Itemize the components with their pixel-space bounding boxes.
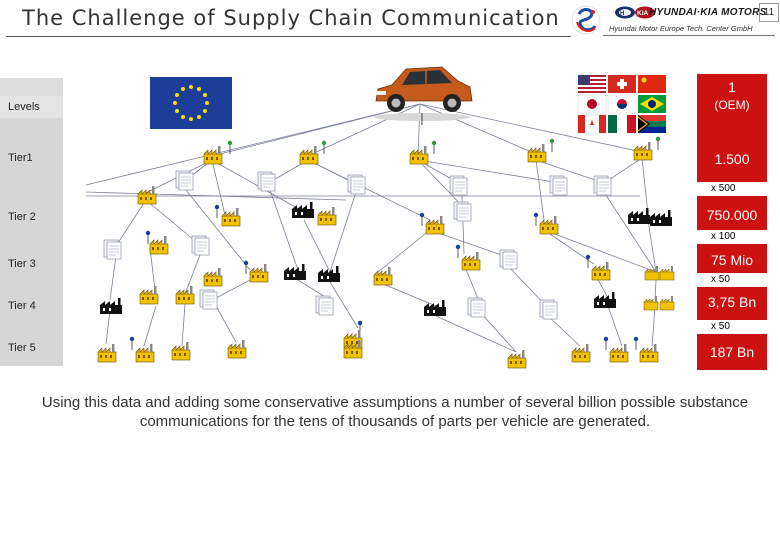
tier4-count: 3,75 Bn bbox=[707, 294, 757, 310]
tier3-count: 75 Mio bbox=[710, 252, 754, 268]
svg-text:KIA: KIA bbox=[637, 10, 649, 17]
suv-car-icon bbox=[374, 66, 473, 125]
tier3-label: Tier 3 bbox=[8, 258, 36, 270]
page-number-box: 11 bbox=[759, 3, 779, 22]
levels-band bbox=[0, 78, 63, 96]
header-right-underline bbox=[603, 35, 775, 36]
tier3-nodes bbox=[103, 230, 675, 287]
tier2-label: Tier 2 bbox=[8, 211, 36, 223]
page-title: The Challenge of Supply Chain Communicat… bbox=[22, 6, 560, 30]
mult-background bbox=[697, 182, 767, 196]
multiplier-tier5: x 50 bbox=[711, 321, 730, 332]
tier5-label: Tier 5 bbox=[8, 342, 36, 354]
company-swirl-logo-icon bbox=[571, 5, 601, 35]
connection-lines bbox=[85, 103, 657, 353]
tier1-count: 1.500 bbox=[714, 151, 750, 167]
tier4-nodes bbox=[100, 285, 675, 349]
mult-background bbox=[697, 320, 767, 334]
summary-caption: Using this data and adding some conserva… bbox=[41, 394, 749, 430]
levels-band-lower bbox=[0, 96, 63, 118]
oem-count: 1 bbox=[728, 79, 736, 95]
brand-subtitle: Hyundai Motor Europe Tech. Center GmbH bbox=[609, 24, 753, 33]
tier2-count: 750.000 bbox=[706, 207, 758, 223]
levels-label: Levels bbox=[8, 101, 40, 113]
multiplier-tier2: x 500 bbox=[711, 183, 736, 194]
mult-background bbox=[697, 230, 767, 244]
tier5-count: 187 Bn bbox=[709, 344, 755, 360]
tier1-label: Tier1 bbox=[8, 152, 33, 164]
oem-label: (OEM) bbox=[714, 98, 750, 112]
tier-band bbox=[0, 118, 63, 366]
tier2-nodes bbox=[137, 170, 672, 235]
title-underline bbox=[6, 36, 571, 37]
hyundai-kia-logo-icon: H KIA bbox=[615, 6, 655, 19]
eu-flag-icon bbox=[150, 77, 232, 129]
mult-background bbox=[697, 273, 767, 287]
svg-text:H: H bbox=[620, 11, 624, 17]
multiplier-tier3: x 100 bbox=[711, 231, 736, 242]
brand-name: HYUNDAI·KIA MOTORS bbox=[649, 7, 767, 18]
tier4-label: Tier 4 bbox=[8, 300, 36, 312]
country-flags-icon bbox=[577, 75, 666, 134]
multiplier-tier4: x 50 bbox=[711, 274, 730, 285]
